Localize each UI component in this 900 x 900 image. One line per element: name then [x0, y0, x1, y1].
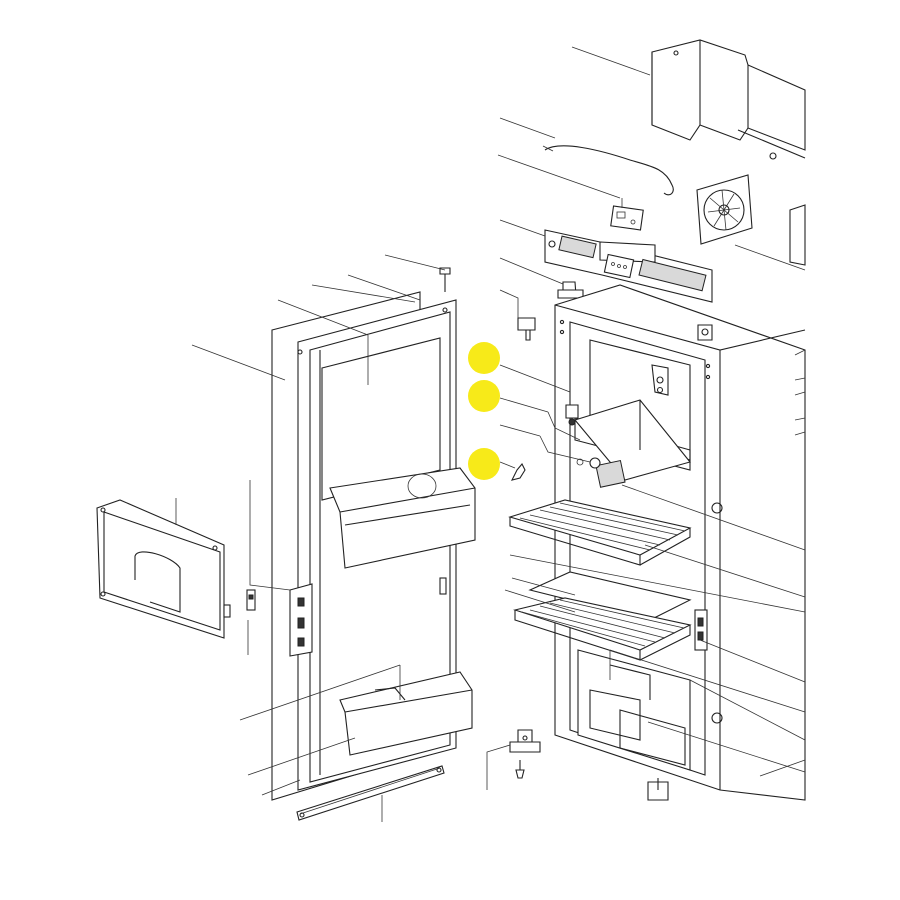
top-hinge-bracket[interactable] [557, 281, 584, 299]
upper-wire-shelf[interactable] [508, 499, 692, 566]
bottom-hinge-bracket[interactable] [509, 729, 541, 753]
control-board[interactable] [610, 205, 644, 231]
door-handle-recess [439, 577, 447, 595]
top-vent-cover[interactable] [651, 39, 806, 160]
cooling-fan[interactable] [696, 174, 753, 245]
leader-lines [175, 46, 806, 822]
door-hinge-pin-lower[interactable] [515, 760, 525, 779]
highlight-markers [468, 342, 500, 480]
marker-1[interactable] [468, 342, 500, 374]
door-bin-lower[interactable] [339, 671, 473, 756]
door-bottom-strip[interactable] [296, 765, 445, 821]
side-panel-partial [789, 204, 806, 266]
ice-tray-part[interactable] [576, 457, 626, 488]
marker-3[interactable] [468, 448, 500, 480]
upper-hinge-pin[interactable] [517, 317, 536, 341]
door-latch[interactable] [289, 583, 313, 657]
thermostat-knob[interactable] [565, 404, 579, 426]
lower-wire-shelf[interactable] [512, 597, 692, 661]
spring-clip[interactable] [510, 463, 526, 481]
latch-small-part[interactable] [246, 589, 256, 611]
marker-2[interactable] [468, 380, 500, 412]
freezer-door-hinge[interactable] [223, 604, 231, 618]
door-bracket-right[interactable] [697, 324, 713, 341]
control-panel[interactable] [544, 229, 713, 303]
freezer-door-panel[interactable] [96, 499, 225, 639]
wire-harness[interactable] [542, 145, 674, 196]
door-bin-upper[interactable] [329, 467, 476, 569]
door-screw[interactable] [439, 267, 451, 292]
bottom-foot-bracket[interactable] [647, 778, 669, 801]
